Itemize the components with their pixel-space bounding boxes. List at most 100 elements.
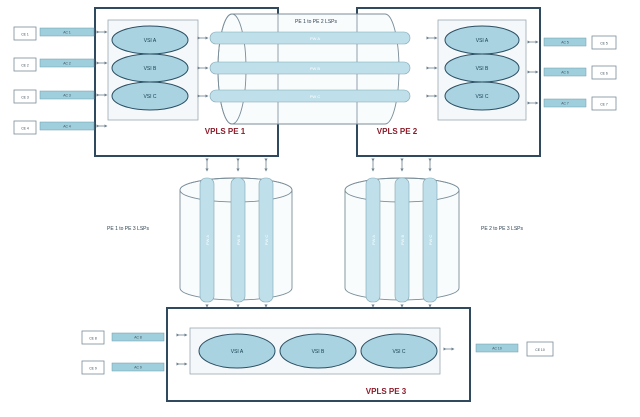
ce-2-label: CE 2: [21, 64, 29, 68]
pe-router-2: VSI A VSI B VSI C VPLS PE 2: [356, 7, 541, 157]
ce-9-label: CE 9: [89, 367, 97, 371]
pe3-vsi-a: [198, 333, 276, 369]
pe-router-3: VSI A VSI B VSI C VPLS PE 3: [166, 307, 471, 402]
pe2-label: VPLS PE 2: [377, 127, 418, 136]
pe1-pe3-pw-a: [199, 177, 215, 303]
ce-6-group: AC 6 CE 6: [543, 65, 617, 80]
ce-1-group: CE 1 AC 1: [13, 26, 95, 41]
pe3-customer-edges: CE 8 AC 8 CE 9 AC 9 AC 10 CE 10: [81, 330, 554, 375]
ac-3-link: [39, 90, 95, 100]
pe1-pe2-pw-b-label: PW B: [310, 66, 321, 71]
ce-5-group: AC 5 CE 5: [543, 35, 617, 50]
ce-10-label: CE 10: [535, 348, 545, 352]
ce-1-label: CE 1: [21, 33, 29, 37]
pe3-vsi-b: [279, 333, 357, 369]
ce-4-box: [13, 120, 37, 135]
ce-4-label: CE 4: [21, 127, 29, 131]
pe1-vsi-c: [111, 81, 189, 111]
pe3-vsi-b-label: VSI B: [312, 349, 325, 355]
lsp-bundle-pe2-pe3: PW A PW B PW C PE 2 to PE 3 LSPs: [344, 177, 523, 303]
ce-8-label: CE 8: [89, 337, 97, 341]
ce-3-label: CE 3: [21, 96, 29, 100]
ac-5-label: AC 5: [561, 41, 569, 45]
ce-7-label: CE 7: [600, 103, 608, 107]
pe1-pe2-pw-c: [209, 89, 411, 103]
ac-9-link: [111, 362, 165, 372]
ac-7-link: [543, 98, 587, 108]
lsp-bundle-pe1-pe2: PW A PW B PW C PE 1 to PE 2 LSPs: [209, 13, 411, 125]
pe2-vsi-b-label: VSI B: [476, 66, 489, 72]
pe1-pe2-pw-a: [209, 31, 411, 45]
pe2-pe3-pw-c-label: PW C: [428, 235, 433, 246]
pe2-customer-edges: AC 5 CE 5 AC 6 CE 6 AC 7 CE 7: [527, 35, 617, 111]
pe2-pw-connectors: [426, 36, 438, 98]
pe1-pe2-pw-c-label: PW C: [310, 94, 321, 99]
pe3-vsi-c: [360, 333, 438, 369]
pe1-vsi-a-label: VSI A: [144, 38, 157, 44]
ac-10-label: AC 10: [492, 347, 502, 351]
top-vertical-arrows: [205, 158, 432, 172]
ac-9-label: AC 9: [134, 366, 142, 370]
ac-5-link: [543, 37, 587, 47]
ce-9-group: CE 9 AC 9: [81, 360, 165, 375]
pe1-customer-edges: CE 1 AC 1 CE 2 AC 2 CE 3 AC 3 CE 4 AC 4: [13, 26, 108, 135]
pe2-pe3-pw-a: [365, 177, 381, 303]
pe1-pe3-lsp-label: PE 1 to PE 3 LSPs: [107, 226, 149, 232]
pe1-pw-connectors: [197, 36, 209, 98]
pe2-pe3-pw-b-label: PW B: [400, 235, 405, 246]
pe1-pe2-pw-b: [209, 61, 411, 75]
ce-9-box: [81, 360, 105, 375]
ce-7-box: [591, 96, 617, 111]
ce-8-group: CE 8 AC 8: [81, 330, 165, 345]
pe2-pe3-pw-c: [422, 177, 438, 303]
ac-10-link: [475, 343, 519, 353]
lsp-bundle-pe1-pe3: PW A PW B PW C PE 1 to PE 3 LSPs: [107, 177, 293, 303]
ac-6-link: [543, 67, 587, 77]
pe2-vsi-c-label: VSI C: [475, 94, 488, 100]
ce-2-group: CE 2 AC 2: [13, 57, 95, 72]
pe2-ac-arrows: [527, 40, 539, 105]
ac-6-label: AC 6: [561, 71, 569, 75]
ac-8-link: [111, 332, 165, 342]
ac-4-link: [39, 121, 95, 131]
pe1-vsi-b-label: VSI B: [144, 66, 157, 72]
ce-8-box: [81, 330, 105, 345]
ce-10-box: [526, 341, 554, 357]
ac-7-label: AC 7: [561, 102, 569, 106]
ac-3-label: AC 3: [63, 94, 71, 98]
ce-2-box: [13, 57, 37, 72]
pe1-vsi-c-label: VSI C: [143, 94, 156, 100]
pe3-vsi-a-label: VSI A: [231, 349, 244, 355]
ce-1-box: [13, 26, 37, 41]
pe1-label: VPLS PE 1: [205, 127, 246, 136]
ac-8-label: AC 8: [134, 336, 142, 340]
pe2-pe3-pw-a-label: PW A: [371, 235, 376, 245]
pe1-pe3-pw-b-label: PW B: [236, 235, 241, 246]
ac-1-link: [39, 27, 95, 37]
ac-2-label: AC 2: [63, 62, 71, 66]
ce-4-group: CE 4 AC 4: [13, 120, 95, 135]
ce-6-box: [591, 65, 617, 80]
ce-10-group: AC 10 CE 10: [475, 341, 554, 357]
ce-3-box: [13, 89, 37, 104]
pe2-pe3-lsp-label: PE 2 to PE 3 LSPs: [481, 226, 523, 232]
pe2-vsi-a-label: VSI A: [476, 38, 489, 44]
pe3-label: VPLS PE 3: [366, 387, 407, 396]
ac-2-link: [39, 58, 95, 68]
pe1-pe2-lsp-label: PE 1 to PE 2 LSPs: [295, 19, 337, 25]
ce-6-label: CE 6: [600, 72, 608, 76]
ac-1-label: AC 1: [63, 31, 71, 35]
pe1-pe3-pw-c: [258, 177, 274, 303]
pe1-pe3-pw-a-label: PW A: [205, 235, 210, 245]
pe2-vsi-c: [444, 81, 520, 111]
ce-7-group: AC 7 CE 7: [543, 96, 617, 111]
ac-4-label: AC 4: [63, 125, 71, 129]
pe1-pe3-pw-c-label: PW C: [264, 235, 269, 246]
pe1-ac-arrows: [96, 30, 108, 128]
ce-5-label: CE 5: [600, 42, 608, 46]
pe1-pe3-pw-b: [230, 177, 246, 303]
pe2-pe3-pw-b: [394, 177, 410, 303]
ce-5-box: [591, 35, 617, 50]
